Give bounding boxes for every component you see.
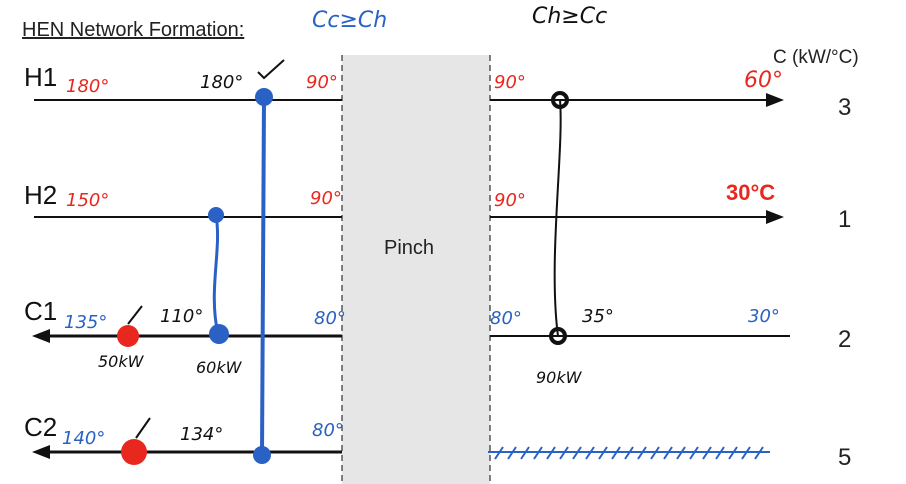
c1-right-exchanger-duty: 90kW [536,368,582,387]
exchanger-h1-c1-right-link [553,99,562,337]
stream-name-c2: C2 [24,412,58,442]
c1-arrowhead [32,329,50,343]
exchanger-h2-c1-link [212,214,220,335]
c1-outlet-temp: 135° [64,312,108,333]
check-mark [257,59,285,80]
pinch-label: Pinch [384,237,435,259]
c1-inlet-temp: 30° [748,306,780,327]
c-value-c1: 2 [838,326,852,353]
exchanger-c1-node [209,324,229,344]
c2-mid-temp: 134° [180,424,224,445]
c1-right-mid-temp: 35° [582,306,614,327]
c-value-h2: 1 [838,206,852,233]
condition-right: Ch≥Cc [532,4,608,29]
c-column-header: C (kW/°C) [773,47,859,68]
c2-heater [121,439,147,465]
c2-heater-tick [135,417,151,439]
c-value-h1: 3 [838,94,852,121]
exchanger-h1-right-node [551,91,569,109]
h1-inlet-temp: 180° [66,76,110,97]
c1-heater-tick [127,305,143,325]
c1-heater-duty: 50kW [98,352,144,371]
c-value-c2: 5 [838,444,852,471]
c2-outlet-temp: 140° [62,428,106,449]
c1-right-pinch-temp: 80° [490,308,522,329]
c2-left-pinch-temp: 80° [312,420,344,441]
page-title: HEN Network Formation: [22,19,245,41]
stream-name-h2: H2 [24,180,58,210]
h2-right-pinch-temp: 90° [494,190,526,211]
stream-name-c1: C1 [24,296,58,326]
condition-left: Cc≥Ch [312,8,388,33]
h2-outlet-temp: 30°C [726,180,776,205]
c1-left-pinch-temp: 80° [314,308,346,329]
c2-crossed-out-right [488,446,770,460]
c1-mid-temp: 110° [160,306,204,327]
h1-right-pinch-temp: 90° [494,72,526,93]
h1-exchanger-temp: 180° [200,72,244,93]
c1-exchanger-duty: 60kW [196,358,242,377]
exchanger-c2-node [253,446,271,464]
h1-arrowhead [766,93,784,107]
pinch-region [342,55,490,484]
exchanger-h1-c2-link [260,96,266,456]
c2-arrowhead [32,445,50,459]
exchanger-c1-right-node [549,327,567,345]
h2-inlet-temp: 150° [66,190,110,211]
h1-outlet-temp: 60° [744,68,783,93]
h1-left-pinch-temp: 90° [306,72,338,93]
h2-left-pinch-temp: 90° [310,188,342,209]
stream-name-h1: H1 [24,62,58,92]
exchanger-h2-node [208,207,224,223]
h2-arrowhead [766,210,784,224]
c1-heater [117,325,139,347]
exchanger-h1-node [255,88,273,106]
condition-underline [318,34,410,36]
